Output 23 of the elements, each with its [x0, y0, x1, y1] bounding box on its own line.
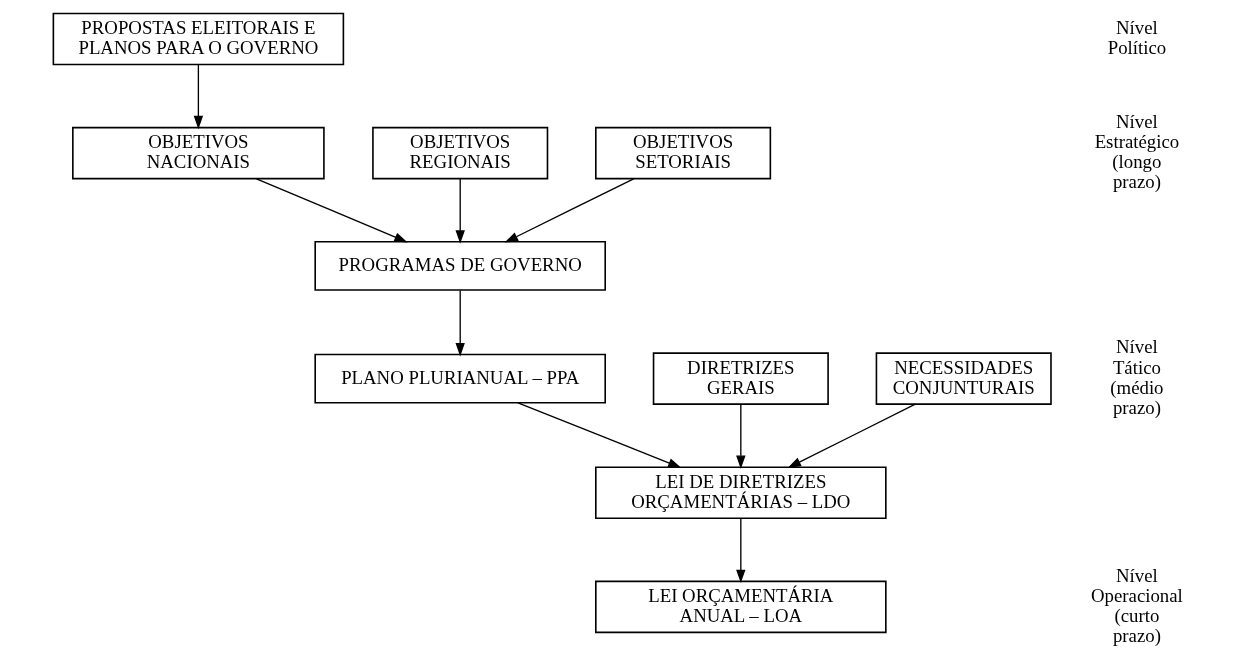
arrow	[193, 63, 203, 130]
arrow	[787, 403, 916, 468]
node-box: OBJETIVOS REGIONAIS	[371, 126, 548, 180]
node-box: LEI ORÇAMENTÁRIA ANUAL – LOA	[594, 580, 887, 634]
arrow	[255, 178, 408, 243]
arrow	[735, 403, 746, 469]
arrow	[735, 517, 746, 584]
node-box: PROGRAMAS DE GOVERNO	[313, 240, 606, 291]
node-box: OBJETIVOS NACIONAIS	[71, 126, 325, 180]
arrow	[455, 178, 465, 244]
label: Nível Político	[1107, 16, 1166, 58]
arrow	[516, 402, 682, 468]
label: Nível Tático (médio prazo)	[1109, 336, 1164, 418]
node-box: DIRETRIZES GERAIS	[652, 352, 829, 405]
arrow	[455, 289, 465, 357]
node-box: PLANO PLURIANUAL – PPA	[313, 353, 606, 404]
node-box: LEI DE DIRETRIZES ORÇAMENTÁRIAS – LDO	[594, 466, 887, 520]
arrow	[504, 178, 634, 243]
node-box: PROPOSTAS ELEITORAIS E PLANOS PARA O GOVERNO	[52, 12, 344, 66]
label: Nível Operacional (curto prazo)	[1090, 564, 1183, 647]
label: Nível Estratégico (longo prazo)	[1094, 110, 1179, 193]
node-box: OBJETIVOS SETORIAIS	[594, 126, 771, 180]
node-box: NECESSIDADES CONJUNTURAIS	[875, 352, 1052, 405]
